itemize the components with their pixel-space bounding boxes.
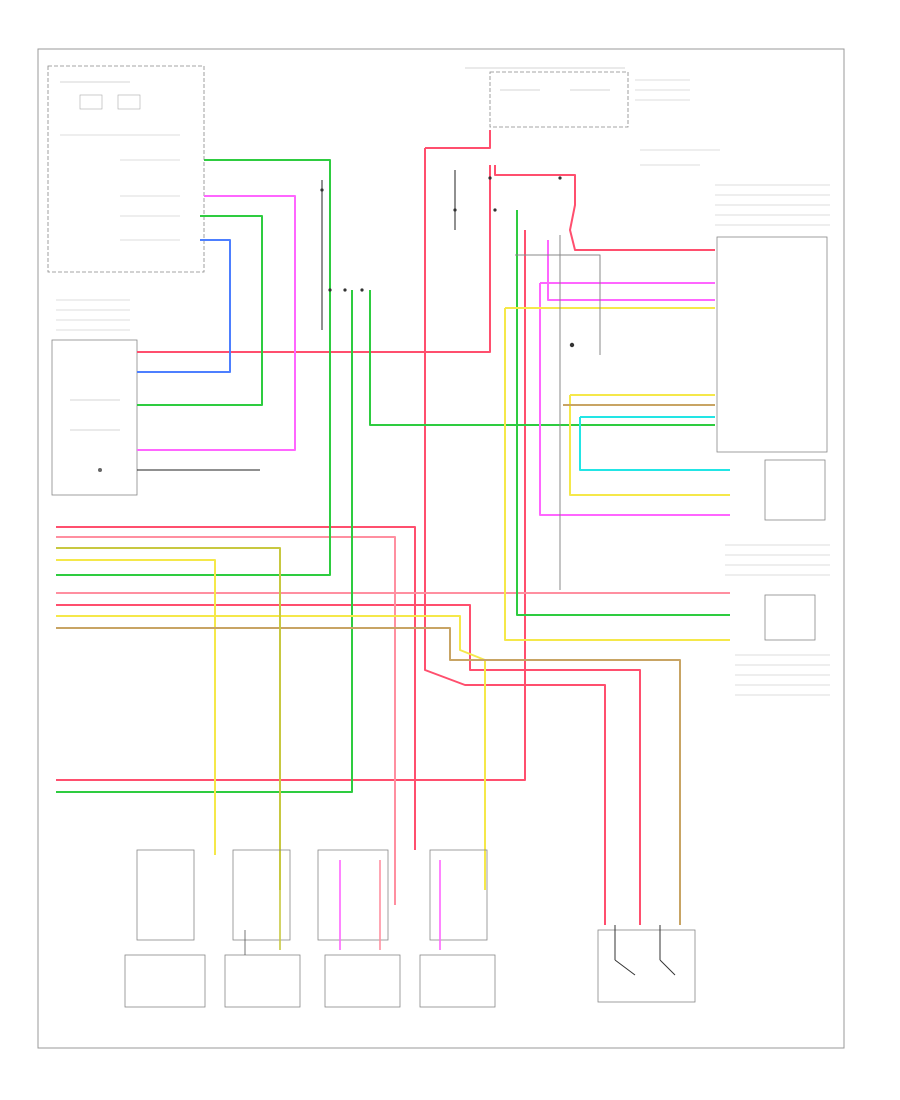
wire-tan-b [56,627,681,925]
wire-green-top [56,159,331,576]
connector-top-center [465,67,690,128]
wire-olive [56,547,281,890]
module-left-mid [51,299,138,496]
wire-cyan-b [579,417,730,471]
bottom-drops [244,860,441,955]
wire-red-lower [56,604,641,925]
wire-yellow-b [504,308,730,641]
junction-dots [320,176,575,348]
bottom-module-2-lower [224,954,301,1008]
bottom-module-3-upper [317,849,389,941]
wire-yellow-e [56,615,486,890]
bottom-module-5 [597,929,696,1003]
switch-symbol [614,925,676,976]
wire-magenta-top [137,195,296,451]
bottom-module-4-lower [419,954,496,1008]
bottom-module-3-lower [324,954,401,1008]
wire-pink-b [56,536,396,905]
bottom-module-1-lower [124,954,206,1008]
wire-red-trunk [424,148,606,925]
bottom-module-1-upper [136,849,195,941]
wire-red-bottom [56,230,526,781]
wire-red-upper [494,165,715,251]
wire-red-left [137,165,491,353]
bottom-module-4-upper [429,849,488,941]
wire-red-top [425,130,491,149]
wire-yellow-d [569,395,730,496]
wire-blue [137,239,231,373]
wire-red-mid [56,526,416,850]
module-right [640,149,830,453]
wire-green-long [369,290,715,426]
wires [56,130,730,925]
wire-magenta-b [547,240,715,301]
module-top-left [47,65,205,273]
wire-magenta-loop [539,283,730,516]
wire-green-bottom [56,290,353,793]
bottom-module-2-upper [232,849,291,941]
wire-green-mid [137,215,263,406]
wire-green-right [516,210,730,616]
wire-yellow-f [56,559,216,855]
wire-gray-b [515,254,601,355]
diagram-frame [37,48,845,1049]
bottom-modules [124,849,696,1008]
seat-sensor-right [725,459,830,696]
